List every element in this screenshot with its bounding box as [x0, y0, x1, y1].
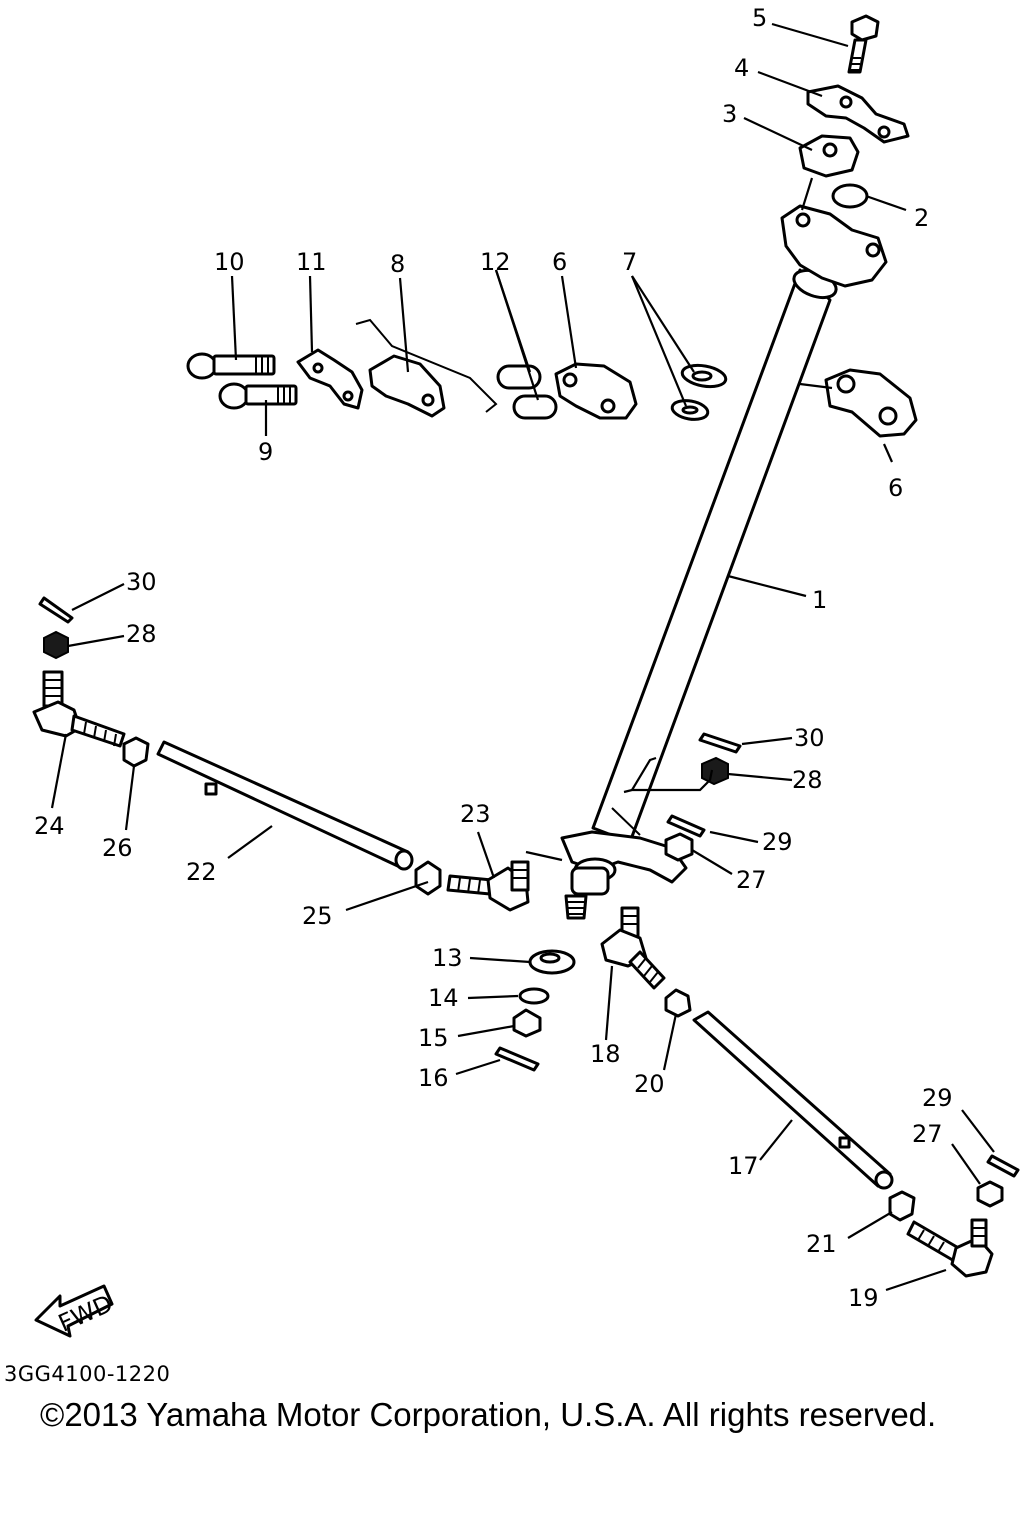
- pin-29-right: [666, 814, 706, 838]
- callout-21: 21: [806, 1230, 837, 1258]
- callout-15: 15: [418, 1024, 449, 1052]
- callout-18: 18: [590, 1040, 621, 1068]
- spacers-12: [496, 364, 558, 420]
- cotter-pin-16: [494, 1046, 540, 1072]
- callout-6-left: 6: [552, 248, 567, 276]
- cotter-pin-30-right: [698, 732, 742, 754]
- callout-6-right: 6: [888, 474, 903, 502]
- callout-27-lower: 27: [912, 1120, 943, 1148]
- pitman-arm: [560, 830, 688, 920]
- cap-2: [831, 183, 869, 209]
- nut-27-lower: [976, 1180, 1004, 1208]
- locknut-26: [122, 736, 150, 768]
- holder-6-left: [554, 362, 638, 420]
- nut-28-left: [43, 630, 69, 660]
- callout-28-left: 28: [126, 620, 157, 648]
- tie-rod-end-24: [32, 670, 126, 748]
- callout-25: 25: [302, 902, 333, 930]
- callout-11: 11: [296, 248, 327, 276]
- callout-20: 20: [634, 1070, 665, 1098]
- nut-15: [512, 1008, 542, 1038]
- callout-12: 12: [480, 248, 511, 276]
- locknut-21: [888, 1190, 916, 1222]
- cotter-pin-30-left: [38, 596, 74, 624]
- nut-27-right: [664, 832, 694, 862]
- callout-2: 2: [914, 204, 929, 232]
- tie-rod-end-18: [600, 906, 666, 990]
- bolt-5: [847, 14, 880, 74]
- tie-rod-17: [692, 1010, 894, 1190]
- fwd-arrow-icon: FWD: [34, 1284, 117, 1338]
- callout-14: 14: [428, 984, 459, 1012]
- bracket-8: [355, 318, 498, 418]
- tie-rod-end-19: [906, 1218, 994, 1278]
- callout-numbers: 5 4 3 2 10 11 8 12 6 7 6 9 1 30 28 24 26…: [34, 4, 953, 1312]
- callout-8: 8: [390, 250, 405, 278]
- plate-4: [806, 84, 910, 144]
- callout-7: 7: [622, 248, 637, 276]
- callout-30-left: 30: [126, 568, 157, 596]
- washer-14: [518, 987, 550, 1005]
- callout-9: 9: [258, 438, 273, 466]
- callout-13: 13: [432, 944, 463, 972]
- callout-22: 22: [186, 858, 217, 886]
- column-top-bracket: [780, 204, 888, 288]
- tie-rod-end-23: [446, 860, 530, 912]
- callout-28-right: 28: [792, 766, 823, 794]
- callout-26: 26: [102, 834, 133, 862]
- tie-rod-22: [156, 740, 414, 871]
- plate-11: [296, 348, 364, 410]
- callout-4: 4: [734, 54, 749, 82]
- washer-13: [528, 949, 576, 975]
- locknut-25: [414, 860, 442, 896]
- callout-10: 10: [214, 248, 245, 276]
- bolt-10: [186, 352, 276, 380]
- callout-5: 5: [752, 4, 767, 32]
- holder-6-right: [824, 368, 918, 438]
- callout-30-right: 30: [794, 724, 825, 752]
- steering-shaft: [591, 268, 838, 844]
- nut-28-right: [701, 756, 729, 786]
- callout-17: 17: [728, 1152, 759, 1180]
- callout-27-right: 27: [736, 866, 767, 894]
- bolt-9: [218, 382, 298, 410]
- washers-7: [670, 363, 728, 421]
- clamp-3: [798, 134, 860, 178]
- callout-29-right: 29: [762, 828, 793, 856]
- callout-24: 24: [34, 812, 65, 840]
- callout-19: 19: [848, 1284, 879, 1312]
- leader-lines: [50, 22, 995, 1292]
- callout-1: 1: [812, 586, 827, 614]
- copyright-notice: ©2013 Yamaha Motor Corporation, U.S.A. A…: [40, 1396, 937, 1433]
- callout-23: 23: [460, 800, 491, 828]
- drawing-code: 3GG4100-1220: [4, 1362, 171, 1386]
- pin-29-lower: [986, 1154, 1020, 1178]
- locknut-20: [664, 988, 692, 1018]
- callout-3: 3: [722, 100, 737, 128]
- callout-29-lower: 29: [922, 1084, 953, 1112]
- callout-16: 16: [418, 1064, 449, 1092]
